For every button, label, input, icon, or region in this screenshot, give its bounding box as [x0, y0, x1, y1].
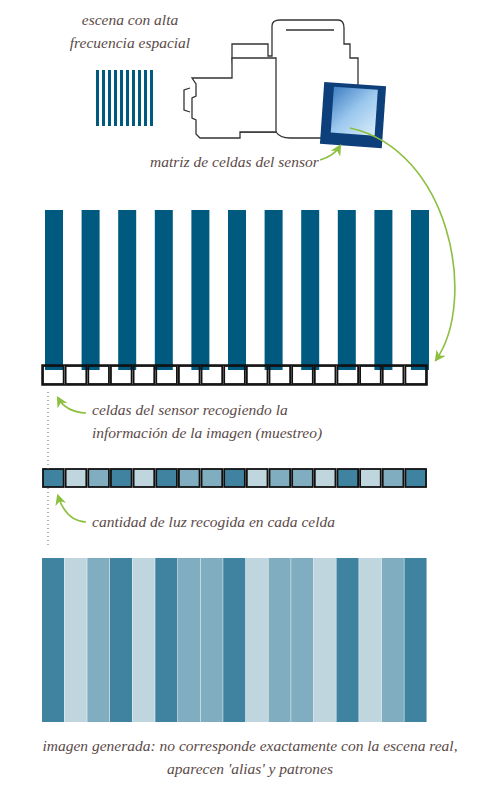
- generated-bar: [42, 558, 64, 722]
- stripe: [301, 210, 319, 370]
- generated-bar: [382, 558, 404, 722]
- stripe: [338, 210, 356, 370]
- generated-bar: [269, 558, 291, 722]
- light-cell: [156, 469, 177, 487]
- sensor-cell: [292, 366, 313, 384]
- sensor-cell: [43, 366, 64, 384]
- stripe: [228, 210, 246, 370]
- generated-bar: [87, 558, 109, 722]
- generated-bar: [65, 558, 87, 722]
- leader-lines: [58, 128, 455, 522]
- light-cell: [337, 469, 358, 487]
- light-cell: [111, 469, 132, 487]
- scene-enlarged: [45, 210, 429, 370]
- stripe: [265, 210, 283, 370]
- sensor-cell: [405, 366, 426, 384]
- light-cell: [134, 469, 155, 487]
- light-cell: [43, 469, 64, 487]
- sensor-cell: [270, 366, 291, 384]
- light-cell: [383, 469, 404, 487]
- light-cell: [247, 469, 268, 487]
- stripe: [82, 210, 100, 370]
- stripe: [191, 210, 209, 370]
- sensor-cell: [383, 366, 404, 384]
- sensor-cell: [202, 366, 223, 384]
- label-text: imagen generada: no corresponde exactame…: [42, 734, 458, 780]
- generated-bar: [178, 558, 200, 722]
- generated-bar: [155, 558, 177, 722]
- generated-bar: [291, 558, 313, 722]
- generated-bar: [336, 558, 358, 722]
- sensor-cell: [315, 366, 336, 384]
- stripe: [155, 210, 173, 370]
- light-cell: [405, 469, 426, 487]
- sensor-cell: [224, 366, 245, 384]
- light-cell: [292, 469, 313, 487]
- sensor-cell: [156, 366, 177, 384]
- label-text: celdas del sensor recogiendo la informac…: [92, 398, 352, 444]
- sensor-cell: [360, 366, 381, 384]
- light-cell: [270, 469, 291, 487]
- stripe: [374, 210, 392, 370]
- generated-bar: [246, 558, 268, 722]
- scene-stripes: [96, 70, 155, 126]
- generated-bar: [110, 558, 132, 722]
- sensor-cells: [42, 365, 427, 385]
- light-cell: [224, 469, 245, 487]
- light-cell: [179, 469, 200, 487]
- generated-bar: [404, 558, 426, 722]
- light-cell: [315, 469, 336, 487]
- label-text: cantidad de luz recogida en cada celda: [92, 510, 392, 533]
- light-cell: [66, 469, 87, 487]
- light-cell: [88, 469, 109, 487]
- stripe: [45, 210, 63, 370]
- light-per-cell: [43, 469, 426, 487]
- generated-bar: [133, 558, 155, 722]
- generated-bar: [314, 558, 336, 722]
- light-cell: [360, 469, 381, 487]
- sensor-cell: [247, 366, 268, 384]
- generated-bar: [201, 558, 223, 722]
- generated-bar: [359, 558, 381, 722]
- sensor-cell: [337, 366, 358, 384]
- generated-image: [42, 558, 427, 722]
- sensor-cell: [66, 366, 87, 384]
- dotted-guide: [48, 392, 49, 548]
- cell-row: [42, 365, 427, 385]
- sensor-cell: [179, 366, 200, 384]
- sensor-matrix: [320, 82, 386, 148]
- sensor-cell: [111, 366, 132, 384]
- generated-bar: [223, 558, 245, 722]
- label-text: matriz de celdas del sensor: [150, 150, 322, 173]
- stripe: [411, 210, 429, 370]
- light-cell: [202, 469, 223, 487]
- stripe: [118, 210, 136, 370]
- sensor-cell: [88, 366, 109, 384]
- label-text: escena con alta frecuencia espacial: [55, 8, 205, 54]
- sensor-cell: [134, 366, 155, 384]
